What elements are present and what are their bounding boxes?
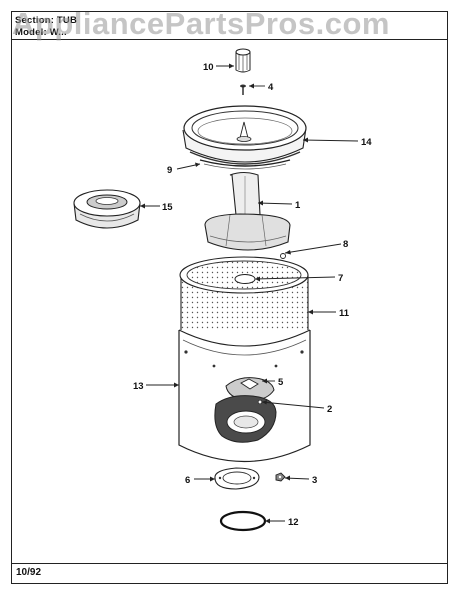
callout-1: 1: [295, 200, 301, 211]
callout-11: 11: [339, 308, 350, 319]
model-label: Model: W...: [15, 27, 67, 38]
callout-10: 10: [203, 62, 214, 73]
callout-12: 12: [288, 517, 299, 528]
callout-3: 3: [312, 475, 317, 486]
callout-5: 5: [278, 377, 284, 388]
part-4-screw[interactable]: [240, 84, 246, 96]
part-8-clip[interactable]: [280, 253, 286, 259]
callout-13: 13: [133, 381, 144, 392]
callout-8: 8: [343, 239, 348, 250]
section-title: Section: TUB: [15, 15, 78, 26]
callout-14: 14: [361, 137, 372, 148]
diagram-border: [11, 11, 448, 584]
header-divider: [11, 39, 448, 40]
footer-divider: [11, 563, 448, 564]
leader-arrowheads: [140, 63, 313, 524]
part-14-tub-ring[interactable]: [182, 105, 307, 165]
part-3-nut[interactable]: [275, 472, 286, 482]
part-6-gasket[interactable]: [214, 467, 260, 490]
callout-7: 7: [338, 273, 343, 284]
revision-date: 10/92: [16, 567, 42, 578]
site-watermark: AppliancePartsPros.com: [12, 6, 390, 41]
callout-4: 4: [268, 82, 274, 93]
part-12-o-ring[interactable]: [219, 510, 267, 532]
callout-2: 2: [327, 404, 332, 415]
callout-6: 6: [185, 475, 190, 486]
callout-9: 9: [167, 165, 172, 176]
part-1-agitator[interactable]: [204, 171, 291, 251]
part-7-basket-hub[interactable]: [234, 274, 256, 284]
part-10-agitator-cap[interactable]: [235, 48, 251, 73]
part-9-seal[interactable]: [199, 159, 291, 170]
callout-15: 15: [162, 202, 173, 213]
part-15-drive-block[interactable]: [73, 189, 141, 229]
part-2-tub-seal[interactable]: [214, 395, 277, 443]
